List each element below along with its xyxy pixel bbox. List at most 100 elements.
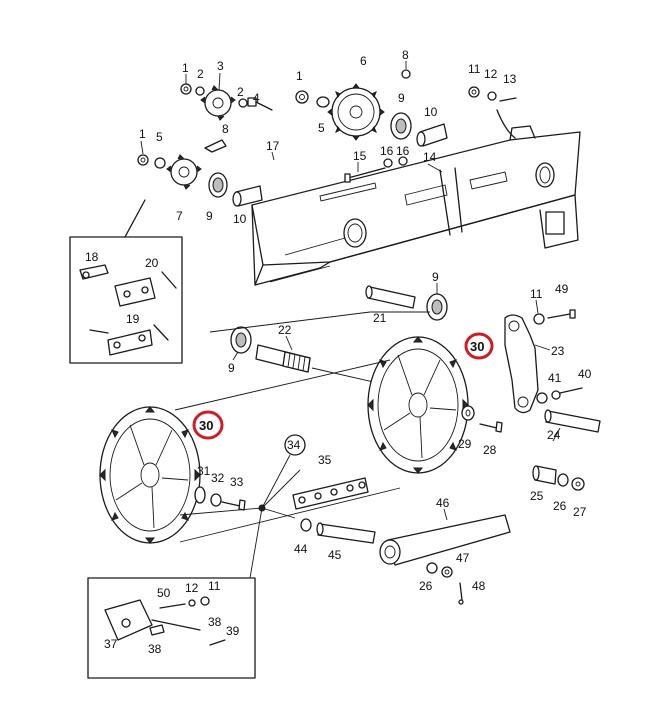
callout-14: 14 [423, 150, 437, 164]
callout-38: 38 [208, 615, 222, 629]
nuts-26-27 [557, 473, 585, 491]
bushing-25 [532, 465, 557, 485]
callout-46: 46 [436, 496, 450, 510]
sprocket-6 [327, 83, 385, 141]
chain-link-inset [69, 199, 183, 364]
callout-27: 27 [573, 505, 587, 519]
chain-assembly-leaders [179, 434, 306, 579]
callout-7: 7 [176, 209, 183, 223]
upper-left-sprocket-7 [166, 154, 202, 190]
callout-21: 21 [373, 311, 387, 325]
callout-49: 49 [555, 282, 569, 296]
callout-3: 3 [217, 59, 224, 73]
arm-23 [504, 314, 539, 414]
callout-9: 9 [206, 209, 213, 223]
callout-12: 12 [185, 581, 199, 595]
spacer-10-left [232, 185, 263, 207]
link-detail-inset [87, 577, 256, 679]
callout-35: 35 [318, 453, 332, 467]
nuts-top-centre [295, 69, 411, 108]
callout-10: 10 [424, 105, 438, 119]
callout-6: 6 [360, 54, 367, 68]
bolt-15 [344, 156, 408, 183]
bearing-9-top [390, 112, 412, 140]
callout-labels: 1 2 3 2 4 1 5 8 7 9 10 17 1 5 6 8 9 10 1… [85, 48, 592, 656]
callout-28: 28 [483, 443, 497, 457]
highlight-30-right[interactable]: 30 [464, 332, 494, 360]
callout-2: 2 [197, 67, 204, 81]
callout-11: 11 [468, 62, 481, 76]
callout-20: 20 [145, 256, 159, 270]
callout-37: 37 [104, 637, 118, 651]
shaft-45 [316, 522, 376, 544]
callout-19: 19 [126, 312, 140, 326]
right-top-hardware [468, 86, 517, 139]
callout-50: 50 [157, 586, 171, 600]
bolt-49 [533, 309, 576, 325]
highlight-30-left[interactable]: 30 [192, 410, 224, 440]
callout-9: 9 [398, 91, 405, 105]
callout-2: 2 [237, 85, 244, 99]
callout-38: 38 [148, 642, 162, 656]
callout-48: 48 [472, 579, 486, 593]
highlight-ring [192, 410, 224, 440]
spacer-10-top [416, 123, 448, 147]
callout-1: 1 [139, 127, 146, 141]
hub-31-32-33 [194, 486, 246, 511]
callout-47: 47 [456, 551, 470, 565]
bolt-40 [536, 387, 583, 404]
callout-10: 10 [233, 212, 247, 226]
callout-29: 29 [458, 437, 472, 451]
highlight-label-30: 30 [470, 339, 484, 354]
callout-1: 1 [182, 61, 189, 75]
nuts-left-top [137, 83, 248, 169]
callout-26: 26 [553, 499, 567, 513]
callout-39: 39 [226, 624, 240, 638]
callout-41: 41 [548, 371, 562, 385]
shaft-22 [255, 344, 311, 373]
callout-9: 9 [228, 361, 235, 375]
callout-4: 4 [253, 91, 260, 105]
callout-18: 18 [85, 250, 99, 264]
callout-32: 32 [211, 471, 225, 485]
leader-lines [140, 61, 561, 521]
callout-16: 16 [380, 144, 394, 158]
main-frame [251, 125, 581, 286]
callout-13: 13 [503, 72, 517, 86]
callout-16: 16 [396, 144, 410, 158]
callout-11: 11 [530, 287, 543, 301]
callout-15: 15 [353, 149, 367, 163]
callout-45: 45 [328, 548, 342, 562]
callout-40: 40 [578, 367, 592, 381]
callout-24: 24 [547, 428, 561, 442]
callout-12: 12 [484, 67, 498, 81]
callout-5: 5 [156, 130, 163, 144]
callout-1: 1 [296, 69, 303, 83]
callout-8: 8 [222, 122, 229, 136]
callout-17: 17 [266, 139, 280, 153]
highlight-ring [464, 332, 494, 360]
callout-11: 11 [208, 579, 221, 593]
callout-5: 5 [318, 121, 325, 135]
large-sprocket-left [99, 406, 201, 544]
callout-31: 31 [197, 464, 211, 478]
large-sprocket-right [367, 336, 469, 474]
bearing-9-left [208, 172, 228, 198]
callout-23: 23 [551, 344, 565, 358]
washer-44 [300, 518, 312, 532]
nuts-47-26 [426, 562, 453, 578]
bearing-9-right [426, 293, 448, 321]
callout-26: 26 [419, 579, 433, 593]
bolt-28 [479, 421, 503, 433]
highlight-label-30: 30 [199, 418, 213, 433]
arm-46 [379, 514, 511, 566]
bearing-9-mid [230, 326, 252, 354]
callout-33: 33 [230, 475, 244, 489]
upper-left-sprocket-3 [200, 85, 236, 121]
washer-29 [461, 405, 475, 421]
shaft-24 [544, 409, 601, 433]
callout-8: 8 [402, 48, 409, 62]
callout-25: 25 [530, 489, 544, 503]
